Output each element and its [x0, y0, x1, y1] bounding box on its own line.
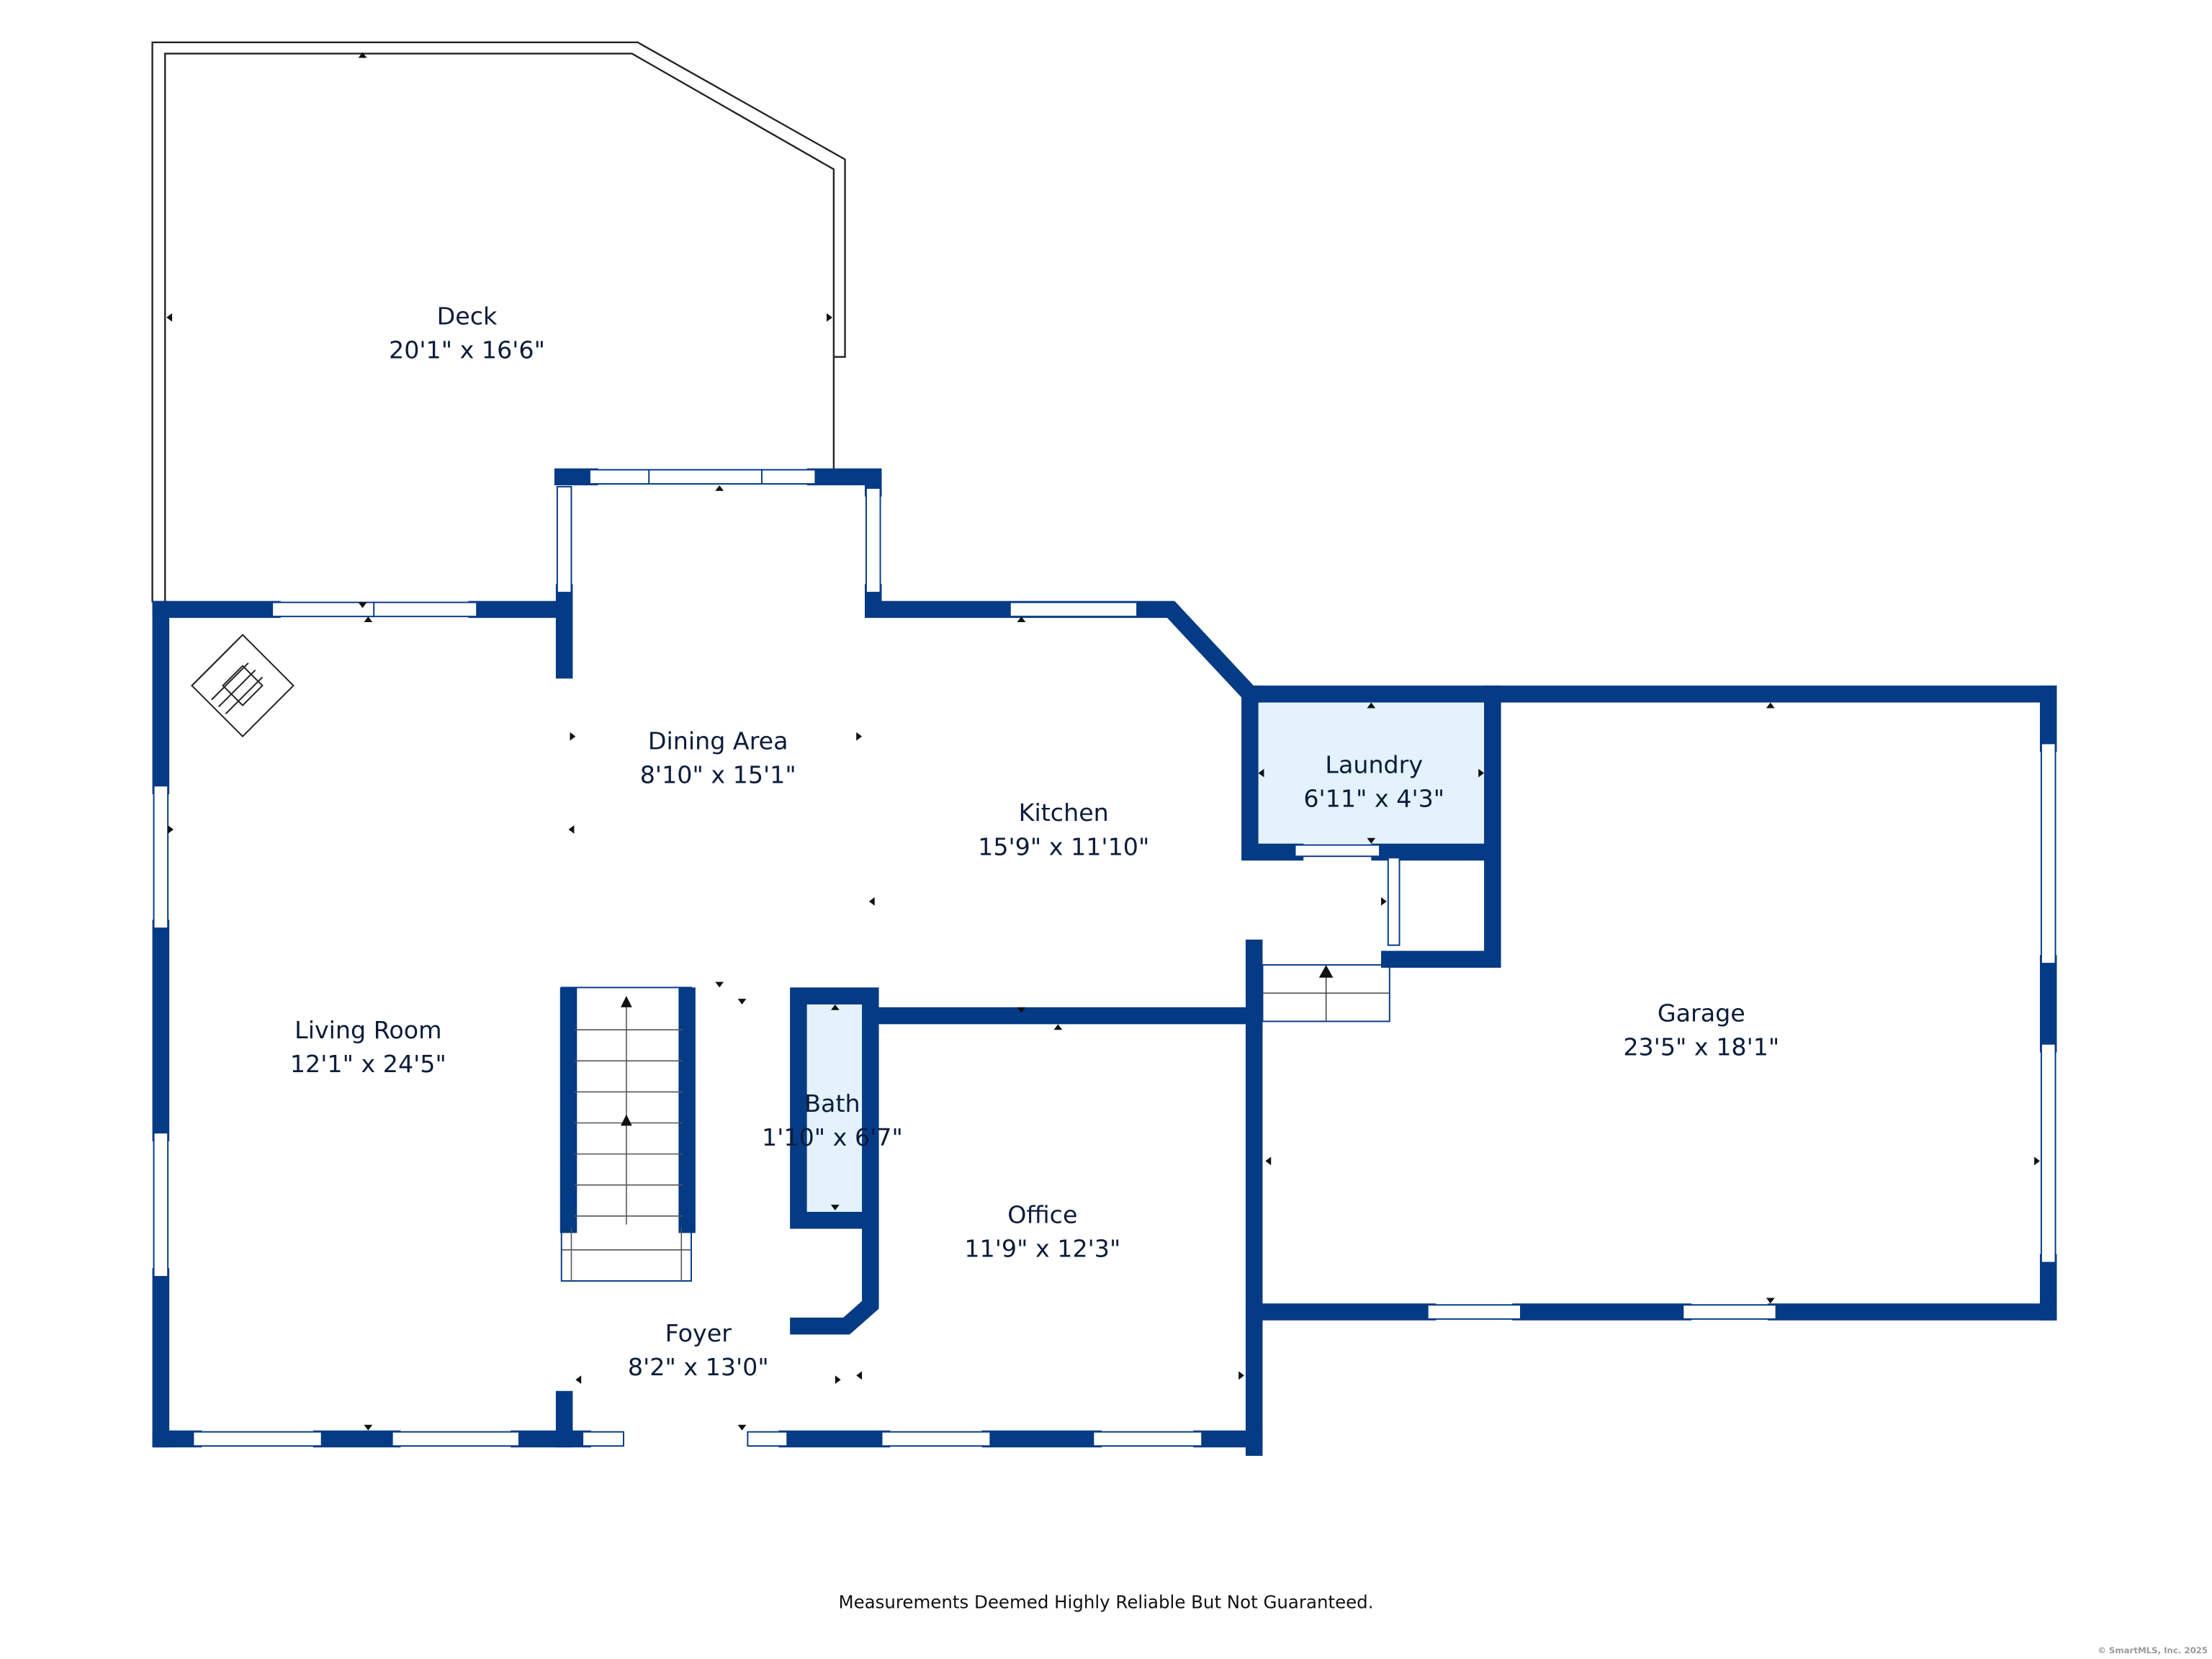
garage-size: 23'5" x 18'1" [1623, 1033, 1779, 1061]
deck-size: 20'1" x 16'6" [389, 336, 545, 364]
laundry-fill [1258, 702, 1485, 844]
dining-name: Dining Area [648, 727, 788, 755]
bath-name: Bath [804, 1089, 860, 1118]
dimension-markers [166, 52, 2040, 1431]
kitchen-name: Kitchen [1019, 799, 1109, 827]
dining-size: 8'10" x 15'1" [640, 760, 796, 788]
walls [152, 468, 2057, 1456]
kitchen-size: 15'9" x 11'10" [978, 832, 1149, 860]
laundry-size: 6'11" x 4'3" [1303, 785, 1444, 813]
disclaimer: Measurements Deemed Highly Reliable But … [838, 1591, 1373, 1612]
copyright: © SmartMLS, Inc. 2025 [2098, 1645, 2208, 1655]
office-name: Office [1007, 1201, 1077, 1229]
bath-fill [804, 999, 866, 1216]
stairs [560, 964, 1390, 1282]
deck-outline [151, 41, 846, 603]
laundry-name: Laundry [1325, 751, 1423, 779]
garage-name: Garage [1658, 999, 1745, 1027]
foyer-name: Foyer [665, 1319, 732, 1347]
living-name: Living Room [295, 1016, 441, 1044]
fireplace-icon [191, 634, 295, 738]
office-size: 11'9" x 12'3" [964, 1235, 1120, 1263]
deck-name: Deck [437, 302, 498, 331]
living-size: 12'1" x 24'5" [290, 1050, 446, 1078]
windows [153, 469, 2056, 1447]
bath-size: 1'10" x 6'7" [762, 1123, 903, 1151]
foyer-size: 8'2" x 13'0" [628, 1353, 769, 1381]
